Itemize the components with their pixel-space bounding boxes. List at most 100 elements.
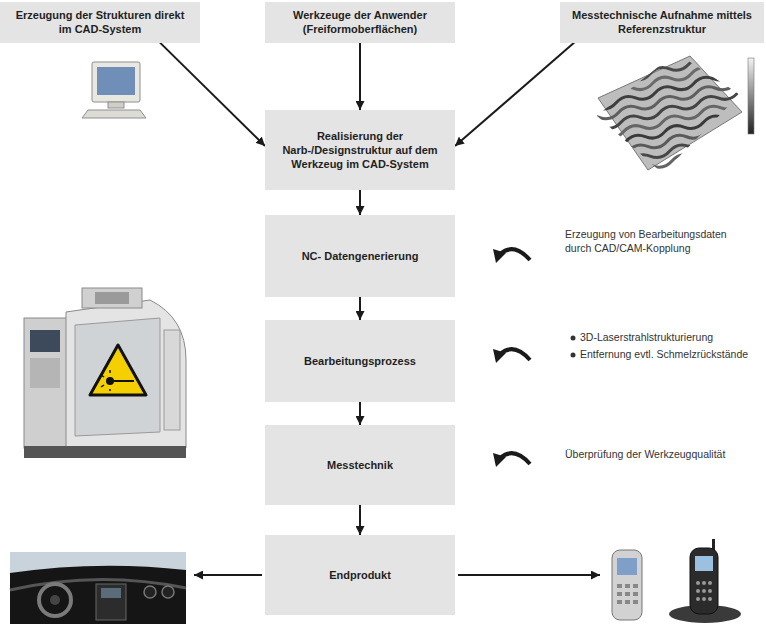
surface-scan-part-part [572, 51, 729, 96]
process-link-symbol-part-part [500, 453, 530, 464]
car-interior-part [10, 552, 186, 624]
phones-part [702, 581, 706, 585]
phones-part [695, 556, 713, 571]
flow-arrow [359, 43, 361, 110]
surface-scan-part-part [579, 80, 736, 125]
box-text: Bearbeitungsprozess [304, 354, 416, 368]
phones-part [696, 581, 700, 585]
annotation-text: Erzeugung von Bearbeitungsdaten durch CA… [565, 228, 750, 255]
bullet-dot [571, 336, 576, 358]
phones-part [625, 584, 630, 588]
flow-arrow [455, 43, 574, 146]
process-box: NC- Datengenerierung [265, 215, 455, 297]
car-interior-part [96, 584, 126, 620]
box-text: NC- Datengenerierung [302, 249, 419, 263]
phones-part [633, 600, 638, 604]
laser-machine-part [106, 377, 114, 385]
surface-scan-part [748, 58, 754, 134]
process-link-symbol-part [493, 453, 530, 467]
box-text: Erzeugung der Strukturen direkt im CAD-S… [8, 8, 192, 37]
surface-scan-part [572, 51, 751, 184]
surface-scan-part-part [589, 119, 746, 164]
flow-arrow [359, 297, 361, 320]
laser-machine-part [75, 318, 160, 436]
car-interior-part [10, 552, 186, 573]
phones-part [633, 584, 638, 588]
laser-machine [24, 288, 186, 458]
car-interior [10, 552, 186, 624]
process-link-symbol-part [493, 249, 530, 263]
surface-scan-part-part [591, 129, 748, 174]
source-box: Erzeugung der Strukturen direkt im CAD-S… [0, 2, 200, 43]
box-text: Messtechnik [327, 458, 393, 472]
phones-part [702, 597, 706, 601]
process-box: Bearbeitungsprozess [265, 320, 455, 402]
surface-scan-part-part [586, 109, 743, 154]
process-link-symbol-part [493, 349, 530, 363]
car-interior-part [162, 586, 174, 598]
annotation-text: Überprüfung der Werkzeugqualität [565, 448, 750, 462]
box-text: Werkzeuge der Anwender (Freiformoberfläc… [273, 8, 447, 37]
phones-part [617, 600, 622, 604]
car-interior-part [50, 595, 60, 605]
source-box: Werkzeuge der Anwender (Freiformoberfläc… [265, 2, 455, 43]
computer-icon-part [92, 62, 140, 102]
car-interior-part [101, 588, 121, 598]
phones-part [617, 558, 637, 575]
phones-part [625, 592, 630, 596]
phones-part [633, 592, 638, 596]
car-interior-part [144, 586, 156, 598]
flow-arrow [359, 190, 361, 215]
bullet-dot-part [571, 353, 576, 358]
laser-machine-part [24, 446, 186, 458]
laser-machine-part [30, 358, 60, 388]
bullet-dot-part [571, 336, 576, 341]
process-link-symbol-part-part [493, 249, 506, 263]
laser-machine-part [109, 370, 111, 373]
surface-scan [572, 51, 754, 184]
flow-arrow [359, 402, 361, 425]
phones-part [617, 592, 622, 596]
flow-arrow [359, 505, 361, 535]
laser-machine-part [30, 330, 60, 352]
computer-icon [82, 62, 146, 118]
computer-icon-part [82, 110, 146, 118]
flow-arrow [160, 43, 265, 146]
laser-machine-part [90, 345, 146, 395]
annotation-text: Entfernung evtl. Schmelzrückstände [580, 348, 750, 362]
phones-part [625, 600, 630, 604]
process-link-symbol-part-part [500, 249, 530, 260]
process-link-symbol-part-part [493, 349, 506, 363]
product-arrow-part [458, 574, 600, 576]
phones-part [696, 597, 700, 601]
phones-part [612, 550, 642, 620]
process-link-symbol [493, 249, 530, 467]
phones-part [617, 584, 622, 588]
laser-machine-part [114, 380, 134, 382]
process-box: Realisierung der Narb-/Designstruktur au… [265, 110, 455, 190]
process-box: Messtechnik [265, 425, 455, 505]
surface-scan-part-part [581, 90, 738, 135]
phones [612, 539, 741, 623]
laser-machine-part [24, 318, 68, 448]
product-arrow-part [194, 574, 262, 576]
computer-icon-part [97, 67, 135, 95]
surface-scan-part-part [577, 70, 734, 115]
box-text: Messtechnische Aufnahme mittels Referenz… [568, 8, 756, 37]
process-link-symbol-part-part [493, 453, 506, 467]
laser-machine-part [101, 385, 104, 387]
laser-machine-part [101, 375, 104, 377]
surface-scan-part-part [584, 99, 741, 144]
box-text: Endprodukt [329, 568, 391, 582]
phones-part [708, 581, 712, 585]
process-link-symbol-part-part [500, 349, 530, 360]
surface-scan-part-part [593, 138, 750, 183]
surface-scan-part-part [574, 61, 731, 106]
annotation-text: 3D-Laserstrahlstrukturierung [580, 331, 750, 345]
phones-part [708, 589, 712, 593]
box-text: Realisierung der Narb-/Designstruktur au… [273, 129, 447, 172]
phones-part [708, 597, 712, 601]
phones-part [696, 589, 700, 593]
